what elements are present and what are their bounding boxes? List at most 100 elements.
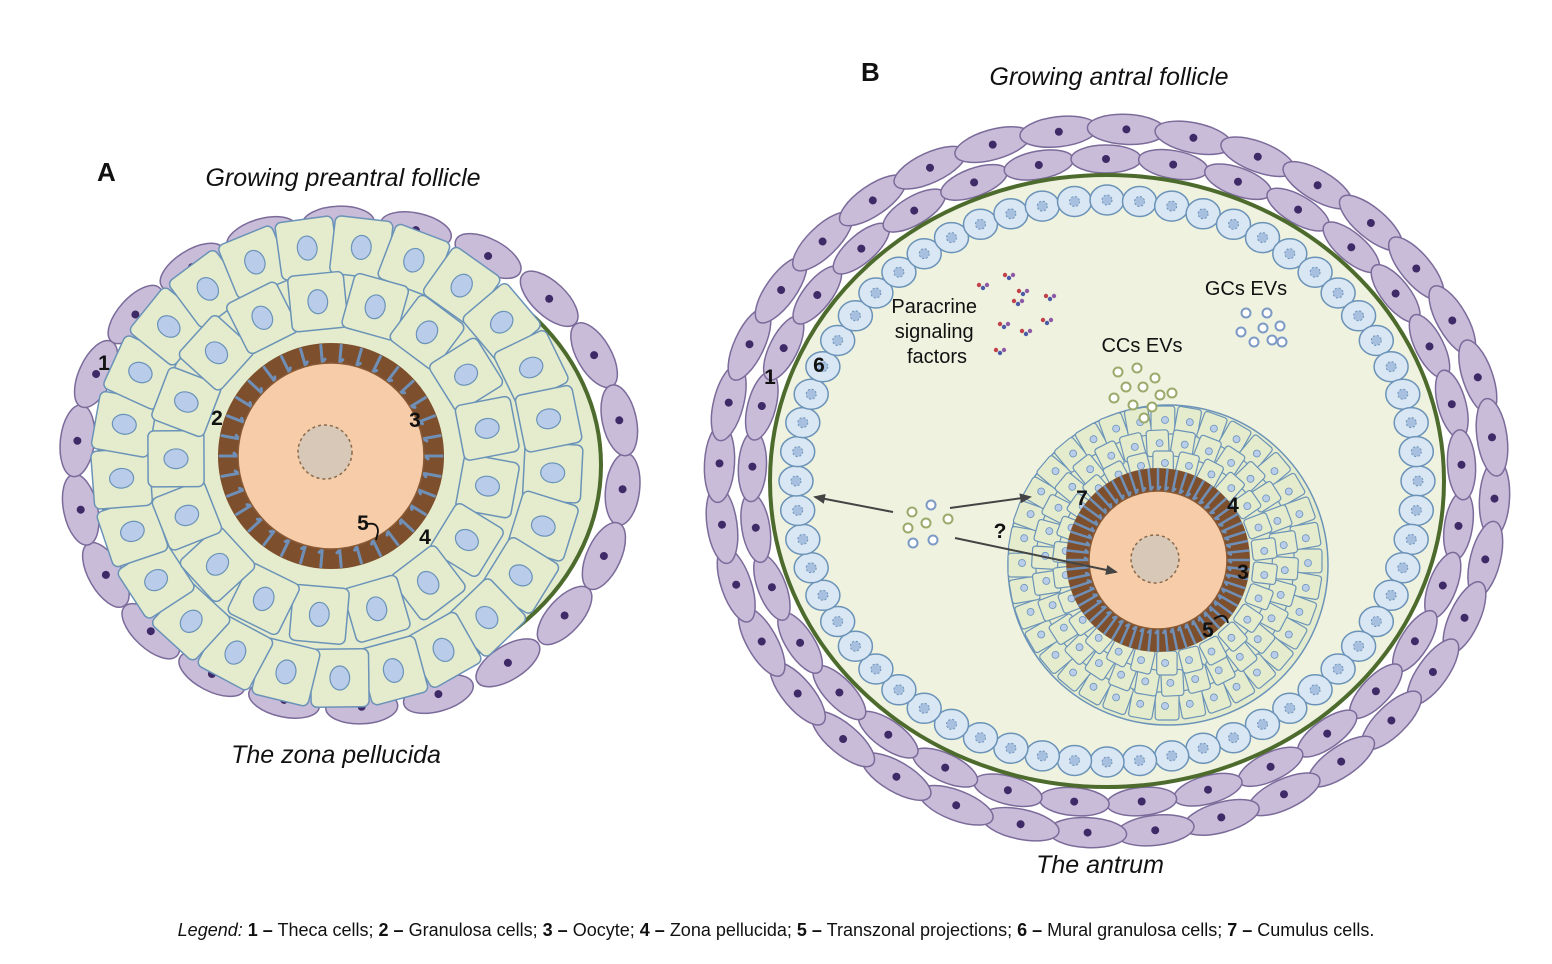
mural-cell-nucleus <box>1385 589 1397 601</box>
cumulus-cell-nucleus <box>1246 474 1255 483</box>
tzp-process <box>1137 469 1147 496</box>
theca-cell-nucleus <box>715 459 724 468</box>
theca-cell-nucleus <box>1410 637 1419 646</box>
cumulus-cell-nucleus <box>1060 623 1068 632</box>
mural-cell-nucleus <box>1332 287 1344 299</box>
cumulus-cell-nucleus <box>1191 675 1200 683</box>
cumulus-cell-nucleus <box>1207 470 1216 479</box>
mural-cell-nucleus <box>870 663 882 675</box>
mural-granulosa-cell <box>1400 465 1436 497</box>
tzp-process <box>1103 485 1119 508</box>
ccs-ev <box>1108 392 1120 404</box>
theca-cell <box>1137 148 1209 181</box>
mural-granulosa-cell <box>819 605 856 638</box>
tzp-process <box>1218 585 1243 599</box>
panel-a-label-3: 3 <box>409 409 421 432</box>
cumulus-cell <box>1237 434 1273 470</box>
paracrine-dot <box>1048 317 1054 323</box>
granulosa-cell <box>390 545 466 621</box>
paracrine-dot <box>1023 331 1029 337</box>
cumulus-cell-nucleus <box>1205 447 1213 456</box>
tzp-process <box>1222 539 1249 549</box>
cumulus-cell-nucleus <box>1214 666 1223 675</box>
tzp-process <box>1154 626 1160 653</box>
theca-cell-nucleus <box>1490 494 1499 503</box>
granulosa-cell-nucleus <box>540 462 566 484</box>
theca-cell-nucleus <box>1266 762 1275 771</box>
panel-b-caption: The antrum <box>1036 851 1164 879</box>
ccs-ev <box>1149 372 1161 384</box>
granulosa-cell <box>90 390 158 458</box>
tzp-process <box>1065 556 1092 562</box>
tzp-process <box>1111 479 1125 504</box>
mural-cell-nucleus <box>817 361 829 373</box>
mural-cell-nucleus <box>1410 504 1422 516</box>
theca-cell-nucleus <box>724 398 733 407</box>
theca-cell-nucleus <box>839 735 848 743</box>
theca-cell-nucleus <box>73 436 82 445</box>
granulosa-cell-nucleus <box>454 528 479 552</box>
mural-granulosa-cell <box>1385 378 1421 410</box>
legend-num-7: 7 – <box>1227 920 1253 940</box>
mural-cell-nucleus <box>1005 742 1017 754</box>
granulosa-cell <box>389 294 465 370</box>
tzp-process <box>1177 622 1188 648</box>
mural-granulosa-cell <box>1297 674 1333 706</box>
paracrine-dot <box>1001 324 1007 330</box>
granulosa-cell-nucleus <box>174 504 200 527</box>
mural-granulosa-cell <box>1244 221 1281 254</box>
mural-cell-nucleus <box>849 640 861 652</box>
theca-cell <box>1266 187 1330 232</box>
cumulus-cell-nucleus <box>1026 608 1035 616</box>
cumulus-cell-nucleus <box>1243 502 1252 511</box>
mural-cell-nucleus <box>1257 718 1268 730</box>
gcs-evs-label: GCs EVs <box>1205 278 1287 300</box>
mural-granulosa-cell <box>1215 721 1252 754</box>
tzp-process <box>1066 548 1093 555</box>
panel-b-paracrine-label: Paracrine signaling factors <box>891 296 982 368</box>
cumulus-cell-nucleus <box>1235 652 1244 661</box>
mural-granulosa-cell <box>1244 708 1281 741</box>
tzp-process <box>419 434 442 443</box>
tzp-process <box>1223 549 1250 556</box>
cumulus-cell-nucleus <box>1069 668 1077 677</box>
mural-granulosa-cell <box>858 277 894 309</box>
panel-a-transzonal-projections <box>218 344 444 568</box>
cumulus-cell-nucleus <box>1260 571 1269 579</box>
panel-b-transzonal-projections <box>1065 467 1251 653</box>
tzp-process <box>337 344 345 366</box>
cumulus-cell-nucleus <box>1136 699 1145 708</box>
theca-cell-nucleus <box>813 291 822 299</box>
paracrine-factor <box>997 321 1011 330</box>
granulosa-cell-nucleus <box>157 315 181 338</box>
legend-num-1: 1 – <box>247 920 273 940</box>
theca-cell <box>716 546 756 623</box>
paracrine-dot <box>1047 296 1053 302</box>
tzp-process <box>1067 571 1094 581</box>
theca-cell-nucleus <box>892 772 901 781</box>
paracrine-line-2: signaling <box>895 321 974 343</box>
theca-cell-nucleus <box>748 462 757 471</box>
paracrine-factor <box>1040 317 1054 326</box>
mixed-ev <box>920 517 932 529</box>
mural-cell-nucleus <box>1353 640 1365 652</box>
theca-cell-nucleus <box>818 237 827 246</box>
paracrine-dot <box>1010 272 1016 278</box>
theca-cell-nucleus <box>1003 786 1012 795</box>
tzp-process <box>1077 593 1102 607</box>
mural-granulosa-cell <box>1153 190 1190 222</box>
theca-cell-nucleus <box>1151 826 1160 835</box>
tzp-process <box>1184 619 1197 645</box>
panel-b-label-5: 5 <box>1202 619 1214 642</box>
granulosa-cell <box>151 366 222 438</box>
mural-granulosa-cell <box>1024 190 1061 222</box>
mural-granulosa-cell <box>1089 184 1125 216</box>
mural-granulosa-cell <box>933 708 970 741</box>
theca-cell-nucleus <box>1391 289 1400 298</box>
cumulus-cell-nucleus <box>1089 435 1098 444</box>
mural-granulosa-cell <box>1121 185 1158 218</box>
cumulus-cell-nucleus <box>1210 693 1218 702</box>
cumulus-cell <box>1033 518 1065 547</box>
mural-granulosa-cell <box>1393 406 1429 439</box>
tzp-process <box>414 414 436 426</box>
